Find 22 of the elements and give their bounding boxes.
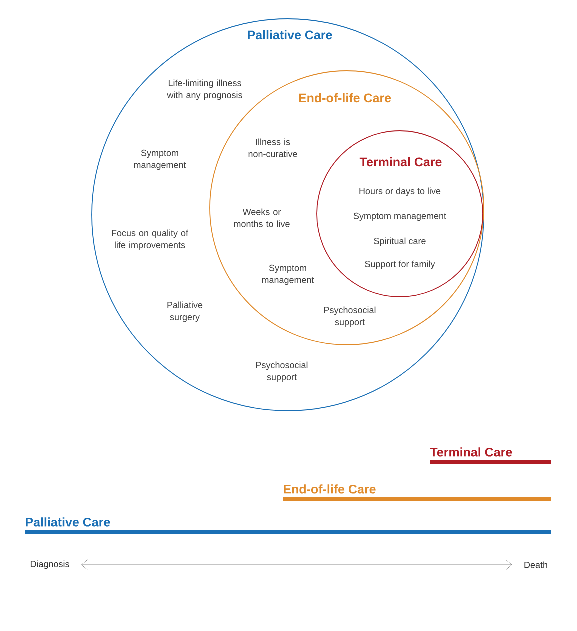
item-text: Support for family — [365, 260, 436, 270]
item-text: Life-limiting illness with any prognosis — [167, 80, 242, 100]
item-text: Spiritual care — [374, 238, 426, 246]
item-text: Symptom management — [134, 150, 186, 170]
bar-title: Palliative Care — [26, 518, 110, 527]
item-text: Illness is non-curative — [248, 138, 298, 158]
circle-title: Terminal Care — [360, 157, 442, 167]
item-text: Weeks or months to live — [234, 208, 290, 228]
bar-title: Terminal Care — [430, 448, 512, 457]
bar-title: End-of-life Care — [284, 484, 376, 494]
item-text: Hours or days to live — [360, 188, 441, 196]
item-text: Palliative surgery — [168, 302, 203, 322]
item-text: Psychosocial support — [324, 306, 376, 328]
circle-title: End-of-life Care — [299, 93, 392, 103]
item-text: Symptom management — [354, 212, 446, 222]
endpoint-label: Diagnosis — [30, 560, 70, 570]
item-text: Symptom management — [262, 264, 314, 286]
endpoint-label: Death — [524, 562, 548, 568]
item-text: Focus on quality of life improvements — [112, 230, 188, 250]
item-text: Psychosocial support — [256, 362, 308, 382]
timeline-arrow — [81, 560, 512, 570]
circle-title: Palliative Care — [248, 30, 332, 40]
